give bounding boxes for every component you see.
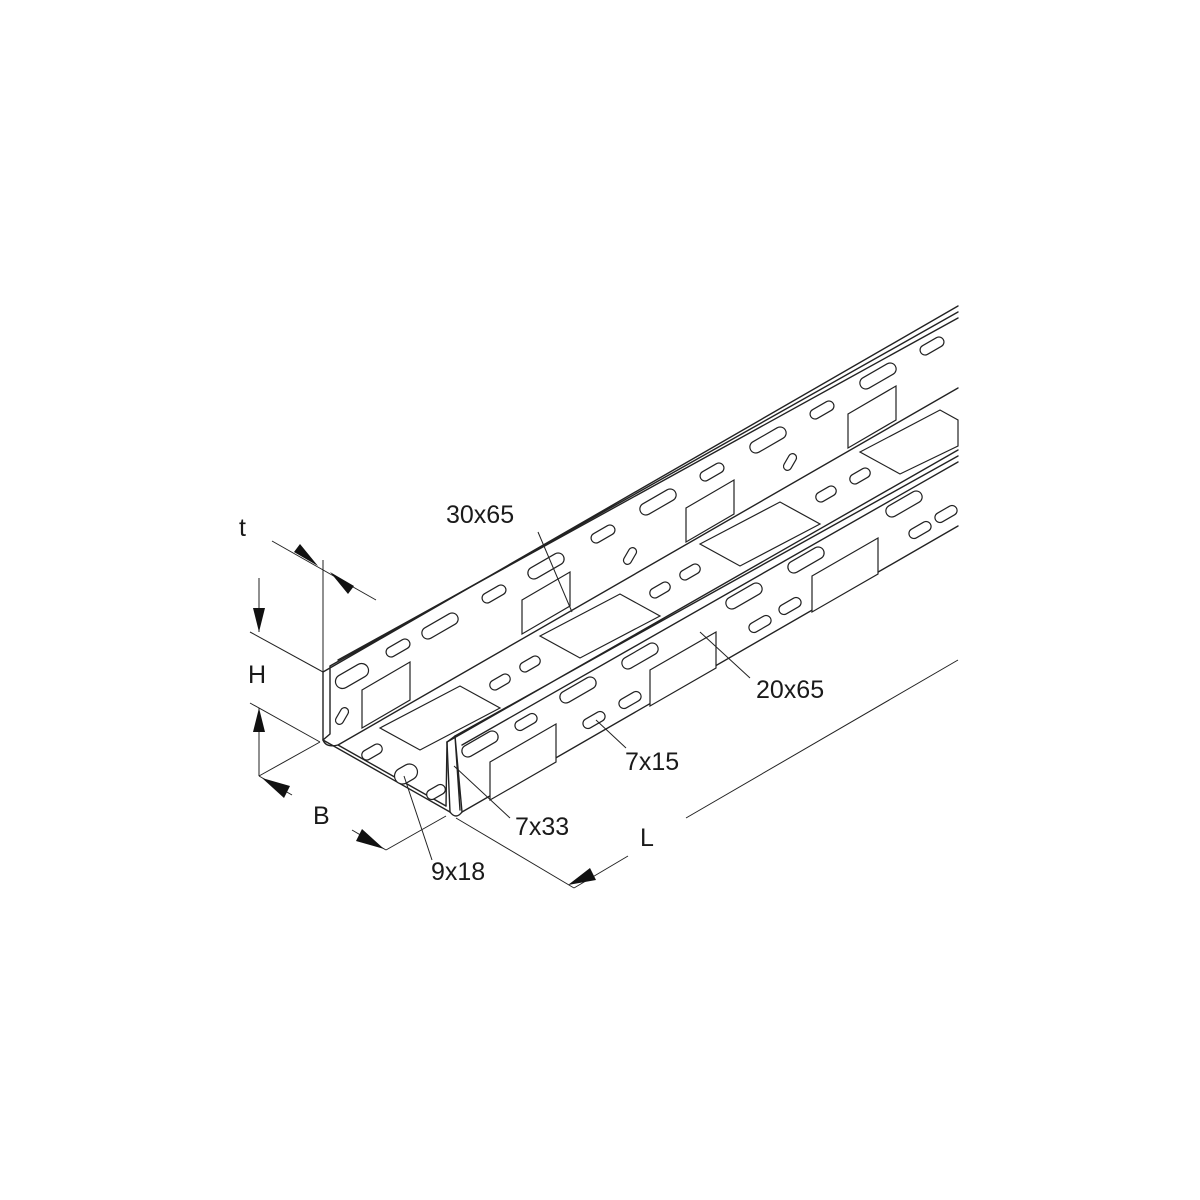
base-front-edge [322,739,451,813]
leader-lines [403,531,751,861]
label-length: L [640,824,654,852]
label-base-large-hole: 30x65 [446,501,515,529]
right-wall-top-edge [446,449,959,746]
leader-small-slot [595,719,627,749]
leader-side-large [699,631,751,679]
right-wall-front-edge [446,735,463,813]
label-thickness: t [239,514,246,542]
left-wall-holes [334,336,945,730]
right-wall-holes [393,490,958,802]
leader-end-slot [403,775,433,861]
right-wall-base-join [445,741,448,807]
label-long-slot: 7x33 [515,813,570,841]
label-side-large-hole: 20x65 [756,676,825,704]
label-small-slot: 7x15 [625,748,680,776]
left-wall-inner-edge [337,317,959,661]
base-window [378,685,502,751]
leader-base-large [537,531,573,613]
label-end-slot: 9x18 [431,858,486,886]
dimension-lines [249,540,959,889]
label-height: H [248,661,267,689]
left-wall-top-edge [322,305,959,741]
leader-long-slot [453,765,511,819]
base-holes [361,409,959,761]
label-width: B [313,802,330,830]
